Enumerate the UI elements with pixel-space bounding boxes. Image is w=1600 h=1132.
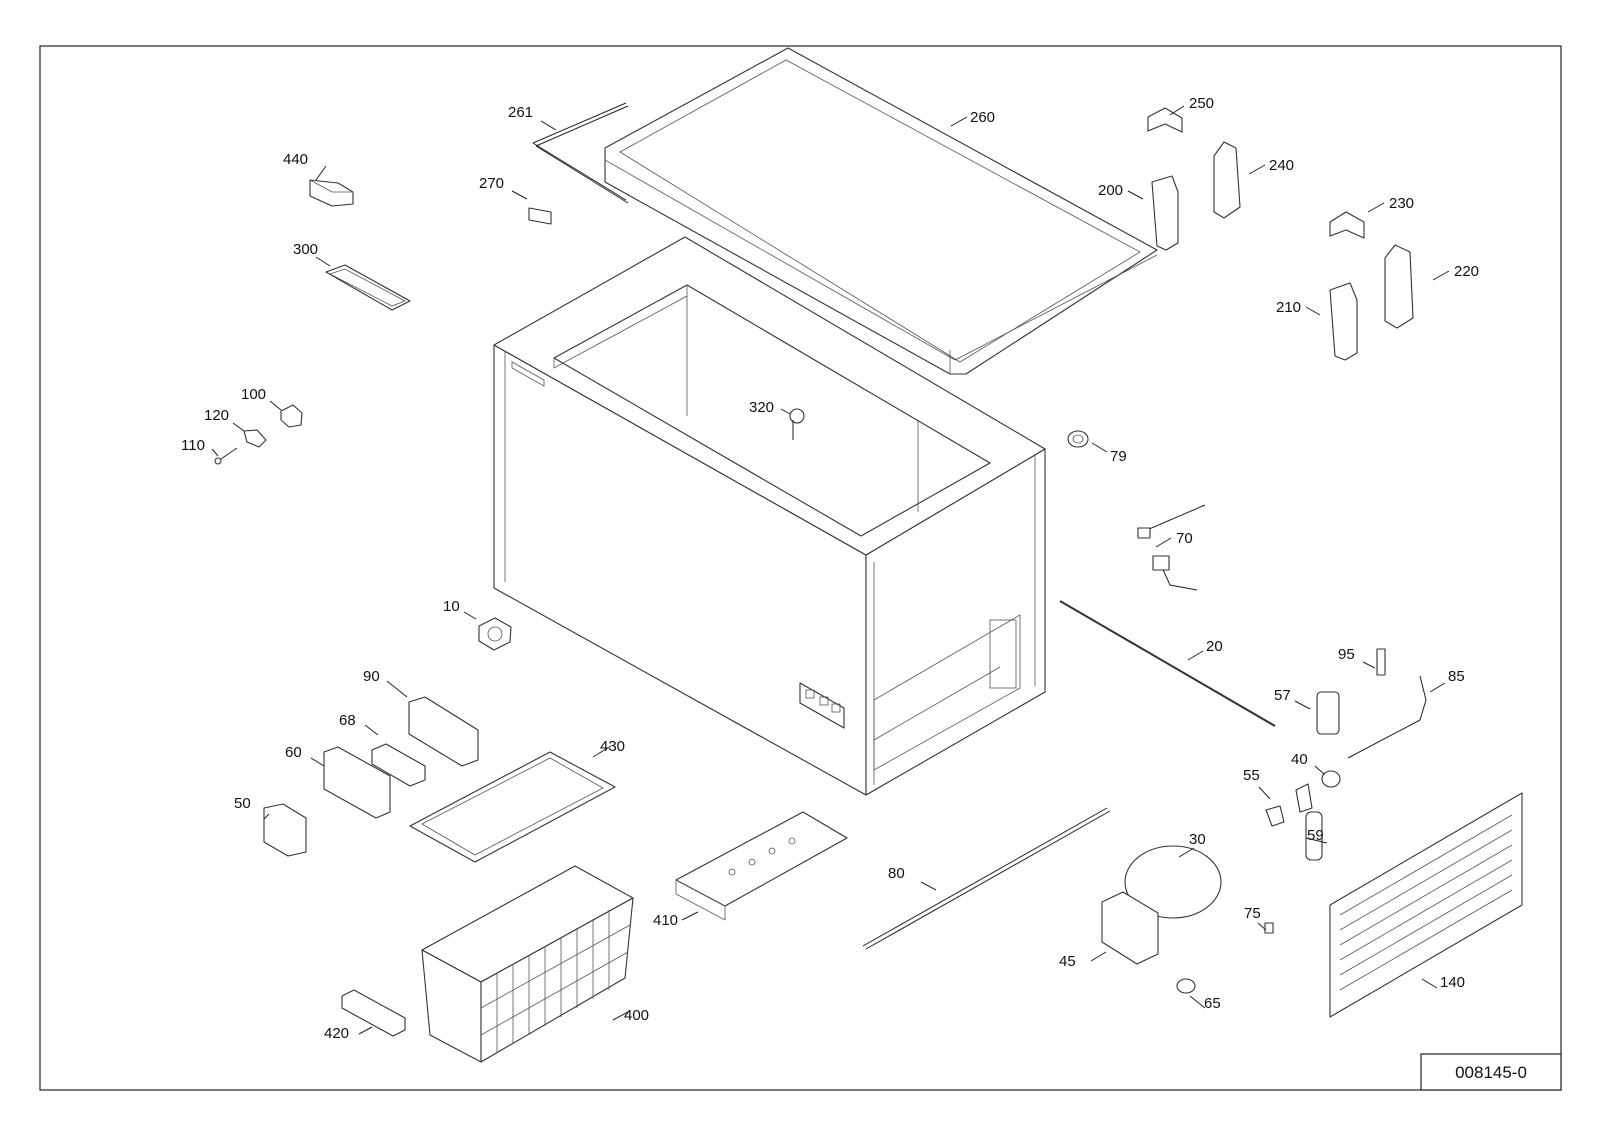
label-100: 100 (241, 386, 266, 403)
label-45: 45 (1059, 953, 1076, 970)
part-55-b (1295, 783, 1313, 813)
label-30: 30 (1189, 831, 1206, 848)
electrical-parts-right (1316, 648, 1427, 759)
label-260: 260 (970, 109, 995, 126)
rod-part-20 (1059, 600, 1276, 727)
part-300 (325, 264, 411, 311)
divider-part-410 (675, 811, 848, 921)
control-parts (263, 696, 479, 857)
label-57: 57 (1274, 687, 1291, 704)
part-210 (1329, 282, 1358, 361)
label-68: 68 (339, 712, 356, 729)
power-cords-part-70 (1137, 504, 1206, 591)
label-210: 210 (1276, 299, 1301, 316)
part-270 (528, 207, 552, 225)
label-320: 320 (749, 399, 774, 416)
label-75: 75 (1244, 905, 1261, 922)
label-40: 40 (1291, 751, 1308, 768)
part-10 (478, 617, 512, 651)
part-40 (1321, 770, 1341, 788)
label-65: 65 (1204, 995, 1221, 1012)
label-50: 50 (234, 795, 251, 812)
label-220: 220 (1454, 263, 1479, 280)
hinge-covers-top (1147, 107, 1241, 251)
wire-basket-part-400 (421, 865, 634, 1063)
label-10: 10 (443, 598, 460, 615)
part-45 (1101, 891, 1159, 965)
part-60 (323, 746, 391, 819)
part-65 (1176, 978, 1196, 994)
label-90: 90 (363, 668, 380, 685)
part-240 (1213, 141, 1241, 219)
part-250 (1147, 107, 1183, 133)
label-410: 410 (653, 912, 678, 929)
label-200: 200 (1098, 182, 1123, 199)
small-parts-bottom (1176, 922, 1274, 994)
tray-part-430 (409, 751, 616, 863)
label-110: 110 (181, 437, 205, 454)
part-200 (1151, 175, 1179, 251)
label-261: 261 (508, 104, 533, 121)
label-20: 20 (1206, 638, 1223, 655)
label-270: 270 (479, 175, 504, 192)
part-95 (1376, 648, 1386, 676)
part-75 (1264, 922, 1274, 934)
label-59: 59 (1307, 827, 1324, 844)
part-420 (341, 989, 406, 1037)
label-95: 95 (1338, 646, 1355, 663)
label-440: 440 (283, 151, 308, 168)
part-number-labels: 261 260 250 240 200 230 220 210 440 270 … (181, 95, 1479, 1042)
label-400: 400 (624, 1007, 649, 1024)
label-430: 430 (600, 738, 625, 755)
label-120: 120 (204, 407, 229, 424)
part-440 (309, 179, 354, 207)
part-90 (408, 696, 479, 767)
leader-lines (211, 105, 1450, 1035)
label-300: 300 (293, 241, 318, 258)
label-140: 140 (1440, 974, 1465, 991)
part-320 (789, 408, 805, 440)
label-55: 55 (1243, 767, 1260, 784)
part-100 (280, 404, 303, 428)
part-120 (243, 429, 267, 448)
part-68 (371, 743, 426, 787)
part-220 (1384, 244, 1414, 329)
label-70: 70 (1176, 530, 1193, 547)
label-250: 250 (1189, 95, 1214, 112)
compressor-part-30 (1101, 845, 1222, 965)
part-50 (263, 803, 307, 857)
part-79 (1067, 430, 1089, 448)
drawing-number: 008145-0 (1455, 1063, 1527, 1082)
lid-part-260 (604, 47, 1158, 375)
part-59 (1305, 811, 1323, 861)
gasket-part-261 (532, 102, 629, 204)
drawing-number-box: 008145-0 (1420, 1053, 1562, 1091)
part-230 (1329, 211, 1365, 239)
part-85 (1347, 675, 1427, 759)
drawing-frame (39, 45, 1562, 1091)
label-240: 240 (1269, 157, 1294, 174)
part-110 (217, 447, 238, 462)
hinge-covers-lower (1329, 211, 1414, 361)
label-60: 60 (285, 744, 302, 761)
small-parts-right (1265, 770, 1341, 861)
label-79: 79 (1110, 448, 1127, 465)
part-80 (862, 807, 1111, 950)
lock-parts (214, 404, 303, 465)
label-230: 230 (1389, 195, 1414, 212)
label-420: 420 (324, 1025, 349, 1042)
part-55 (1265, 805, 1285, 827)
part-57 (1316, 691, 1340, 735)
label-85: 85 (1448, 668, 1465, 685)
grille-part-140 (1329, 792, 1523, 1018)
freezer-cabinet (493, 236, 1046, 796)
label-80: 80 (888, 865, 905, 882)
